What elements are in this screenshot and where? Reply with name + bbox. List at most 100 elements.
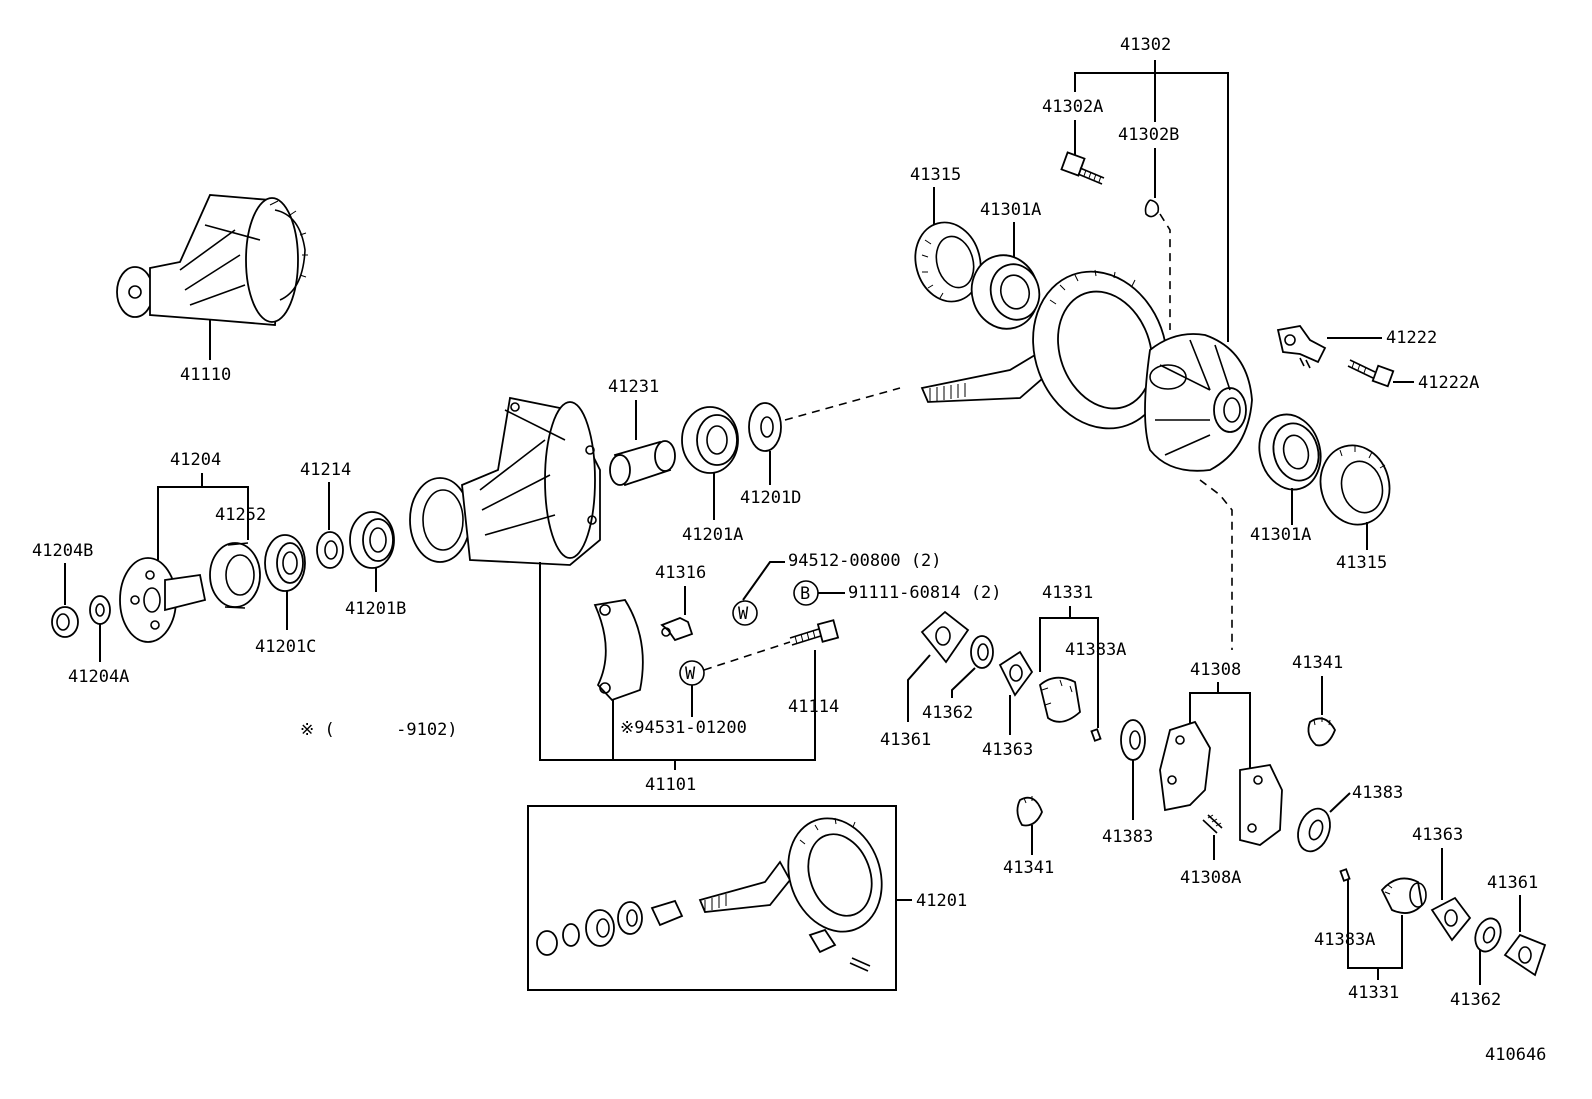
label-41222[interactable]: 41222 bbox=[1386, 328, 1437, 348]
group-41363-left: 41363 bbox=[982, 650, 1034, 760]
group-41201B: 41201B bbox=[345, 511, 406, 619]
bolt-41222A-icon bbox=[1347, 359, 1395, 388]
label-41308[interactable]: 41308 bbox=[1190, 660, 1241, 680]
label-41201D[interactable]: 41201D bbox=[740, 488, 801, 508]
thrust-washer-41361-right-icon bbox=[1503, 933, 1547, 977]
label-41201C[interactable]: 41201C bbox=[255, 637, 316, 657]
group-41361-left: 41361 bbox=[880, 610, 970, 750]
bearing-41301A-top-icon bbox=[970, 254, 1041, 330]
thrust-washer-41363-left-icon bbox=[998, 650, 1034, 697]
label-41301A-right[interactable]: 41301A bbox=[1250, 525, 1311, 545]
group-41214: 41214 bbox=[300, 460, 351, 569]
bearing-41301A-right-icon bbox=[1258, 413, 1322, 491]
label-41302[interactable]: 41302 bbox=[1120, 35, 1171, 55]
label-41362-left[interactable]: 41362 bbox=[922, 703, 973, 723]
label-41204[interactable]: 41204 bbox=[170, 450, 221, 470]
pinion-gear-41331-bottom-icon bbox=[1380, 877, 1427, 914]
washer-41383-right-icon bbox=[1297, 807, 1331, 853]
label-41341-right[interactable]: 41341 bbox=[1292, 653, 1343, 673]
label-41331-bottom[interactable]: 41331 bbox=[1348, 983, 1399, 1003]
label-41383-right[interactable]: 41383 bbox=[1352, 783, 1403, 803]
group-41110: 41110 bbox=[116, 194, 308, 385]
group-41201-kit: 41201 bbox=[527, 805, 967, 991]
group-41204: 41204 41252 bbox=[119, 450, 266, 643]
group-41204A: 41204A bbox=[68, 595, 129, 687]
label-41315-right[interactable]: 41315 bbox=[1336, 553, 1387, 573]
b-marker-text: B bbox=[800, 584, 810, 604]
pin-41302B-icon bbox=[1144, 199, 1160, 218]
side-gear-41341-mid-icon bbox=[1016, 796, 1043, 827]
nut-41204B-icon bbox=[51, 606, 79, 638]
bolt-41302A-icon bbox=[1060, 151, 1105, 185]
label-94531[interactable]: ※94531-01200 bbox=[620, 718, 747, 738]
bearing-41201B-icon bbox=[349, 511, 395, 569]
washer-41201D-icon bbox=[748, 402, 782, 452]
pin-41383A-bottom-icon bbox=[1339, 868, 1351, 882]
group-94512: 94512-00800 (2) W bbox=[732, 551, 942, 626]
label-41301A-top[interactable]: 41301A bbox=[980, 200, 1041, 220]
label-41341-mid[interactable]: 41341 bbox=[1003, 858, 1054, 878]
kit-box bbox=[527, 805, 897, 991]
w-marker-1-text: W bbox=[738, 604, 749, 624]
group-41316: 41316 bbox=[655, 563, 706, 642]
group-41302: 41302 41302A 41302B bbox=[1042, 35, 1229, 342]
label-41383A-bottom[interactable]: 41383A bbox=[1314, 930, 1375, 950]
label-41252[interactable]: 41252 bbox=[215, 505, 266, 525]
label-41302B[interactable]: 41302B bbox=[1118, 125, 1179, 145]
label-41231[interactable]: 41231 bbox=[608, 377, 659, 397]
group-41308: 41308 41308A bbox=[1159, 660, 1283, 888]
label-41383A-top[interactable]: 41383A bbox=[1065, 640, 1126, 660]
label-41308A[interactable]: 41308A bbox=[1180, 868, 1241, 888]
bearing-adjuster-41315-right-icon bbox=[1319, 444, 1391, 526]
deflector-41252-icon bbox=[209, 542, 261, 609]
group-41231: 41231 bbox=[608, 377, 676, 487]
w-marker-1-icon bbox=[732, 600, 758, 626]
label-41110[interactable]: 41110 bbox=[180, 365, 231, 385]
label-41315-top[interactable]: 41315 bbox=[910, 165, 961, 185]
label-41362-right[interactable]: 41362 bbox=[1450, 990, 1501, 1010]
group-41114: 41114 bbox=[788, 619, 839, 717]
label-41331-top[interactable]: 41331 bbox=[1042, 583, 1093, 603]
label-41201A[interactable]: 41201A bbox=[682, 525, 743, 545]
label-41383-mid[interactable]: 41383 bbox=[1102, 827, 1153, 847]
label-41302A[interactable]: 41302A bbox=[1042, 97, 1103, 117]
bolt-41308A-icon bbox=[1202, 814, 1223, 834]
slinger-41214-icon bbox=[316, 531, 344, 569]
pinion-gear-41331-top-icon bbox=[1038, 676, 1081, 723]
group-41331-top: 41331 41383A bbox=[1038, 583, 1126, 742]
group-carrier-41101: 41101 bbox=[409, 396, 816, 795]
label-41204B[interactable]: 41204B bbox=[32, 541, 93, 561]
figure-code: 410646 bbox=[1485, 1045, 1546, 1065]
label-41363-left[interactable]: 41363 bbox=[982, 740, 1033, 760]
bearing-41201A-icon bbox=[681, 406, 739, 474]
w-marker-2-text: W bbox=[685, 664, 696, 684]
lock-41316-icon bbox=[660, 617, 694, 642]
label-41201[interactable]: 41201 bbox=[916, 891, 967, 911]
label-41361-right[interactable]: 41361 bbox=[1487, 873, 1538, 893]
label-41361-left[interactable]: 41361 bbox=[880, 730, 931, 750]
footnote-date-range: ※ ( -9102) bbox=[300, 720, 458, 740]
case-41308-icon bbox=[1159, 720, 1283, 846]
kit-parts-icon bbox=[536, 817, 883, 972]
label-91111[interactable]: 91111-60814 (2) bbox=[848, 583, 1002, 603]
group-41301A-right: 41301A bbox=[1250, 413, 1322, 545]
seal-41201C-icon bbox=[264, 534, 306, 592]
group-41201A: 41201A bbox=[681, 406, 743, 545]
label-41363-right[interactable]: 41363 bbox=[1412, 825, 1463, 845]
group-91111: B 91111-60814 (2) bbox=[793, 580, 1002, 606]
label-41204A[interactable]: 41204A bbox=[68, 667, 129, 687]
label-94512[interactable]: 94512-00800 (2) bbox=[788, 551, 942, 571]
side-gear-41341-right-icon bbox=[1307, 717, 1336, 747]
group-41362-right: 41362 bbox=[1450, 917, 1502, 1010]
label-41222A[interactable]: 41222A bbox=[1418, 373, 1479, 393]
label-41114[interactable]: 41114 bbox=[788, 697, 839, 717]
washer-41383-mid-icon bbox=[1120, 719, 1146, 761]
label-41201B[interactable]: 41201B bbox=[345, 599, 406, 619]
label-41101[interactable]: 41101 bbox=[645, 775, 696, 795]
companion-flange-41204-icon bbox=[119, 557, 207, 643]
carrier-housing-icon bbox=[409, 396, 601, 566]
label-41214[interactable]: 41214 bbox=[300, 460, 351, 480]
lock-plate-41222-icon bbox=[1276, 325, 1327, 369]
label-41316[interactable]: 41316 bbox=[655, 563, 706, 583]
